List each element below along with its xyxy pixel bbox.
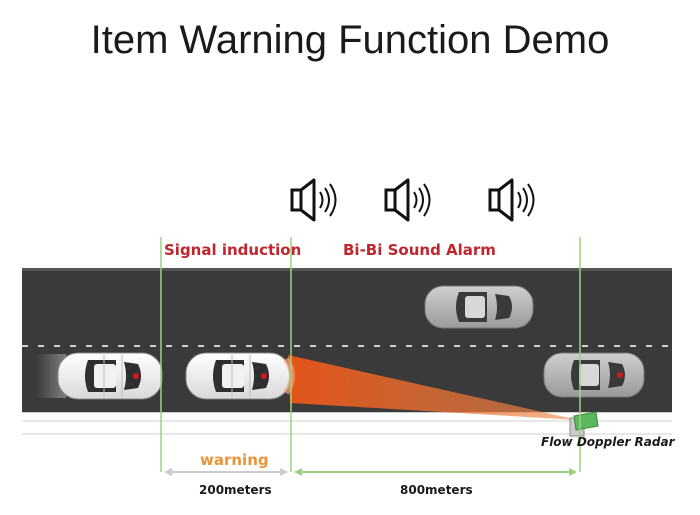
distance-near-label: 200meters <box>199 483 272 497</box>
radar-beam <box>288 355 578 420</box>
speaker-icon <box>488 178 535 222</box>
distance-arrow-far <box>294 468 577 476</box>
car-far <box>543 352 645 398</box>
car-oncoming <box>424 285 534 329</box>
speaker-icon <box>290 178 337 222</box>
car-detected <box>185 352 295 400</box>
signal-induction-label: Signal induction <box>164 241 301 259</box>
car-leading <box>57 352 163 400</box>
page-title: Item Warning Function Demo <box>90 18 610 62</box>
distance-far-label: 800meters <box>400 483 473 497</box>
radar-label: Flow Doppler Radar <box>541 435 676 449</box>
speaker-icon <box>384 178 431 222</box>
warning-label: warning <box>200 451 269 469</box>
distance-arrow-near <box>164 468 288 476</box>
sound-alarm-label: Bi-Bi Sound Alarm <box>343 241 496 259</box>
